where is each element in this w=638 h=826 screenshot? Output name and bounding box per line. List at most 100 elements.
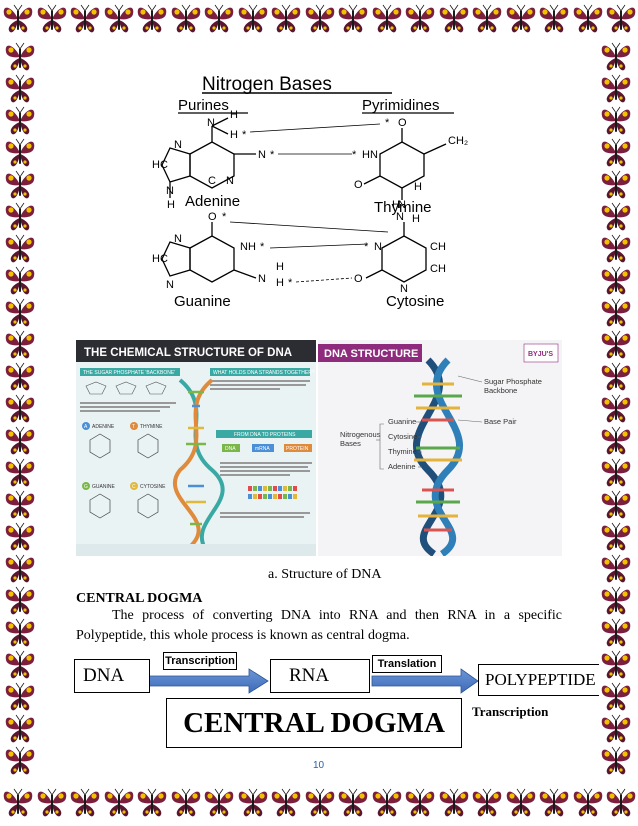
guanine-label: Guanine <box>174 293 231 310</box>
diagram-title: Nitrogen Bases <box>202 74 332 95</box>
base-letter-g: G <box>84 484 88 490</box>
svg-text:O: O <box>354 179 363 191</box>
cytosine-structure <box>365 222 427 283</box>
thymine-legend-label: Thymine <box>388 447 417 456</box>
svg-text:O: O <box>208 211 217 223</box>
svg-text:H: H <box>230 109 238 121</box>
strands-header: WHAT HOLDS DNA STRANDS TOGETHER? <box>213 370 315 376</box>
svg-text:H: H <box>392 199 400 211</box>
svg-text:H: H <box>414 181 422 193</box>
svg-text:CH: CH <box>430 263 446 275</box>
thymine-structure <box>363 128 447 200</box>
byjus-logo: BYJU'S <box>528 351 553 358</box>
central-dogma-banner-text: CENTRAL DOGMA <box>183 707 445 739</box>
svg-text:N: N <box>207 117 215 129</box>
chemical-structure-infographic: THE CHEMICAL STRUCTURE OF DNA THE SUGAR … <box>76 340 316 556</box>
svg-text:N: N <box>226 175 234 187</box>
polypeptide-box-label: POLYPEPTIDE <box>485 670 596 689</box>
figure-caption: a. Structure of DNA <box>268 567 382 582</box>
base-letter-t: T <box>132 424 135 430</box>
svg-text:C: C <box>208 175 216 187</box>
svg-text:N: N <box>398 199 406 211</box>
double-helix-graphic <box>172 378 225 552</box>
svg-text:HC: HC <box>152 159 168 171</box>
dna-helix-graphic <box>412 357 464 556</box>
transcription-caption: Transcription <box>472 704 549 719</box>
svg-text:N: N <box>400 283 408 295</box>
sugar-phosphate-label-2: Backbone <box>484 386 517 395</box>
svg-text:*: * <box>222 211 227 223</box>
page-number: 10 <box>313 760 325 771</box>
dna-box: DNA <box>74 659 150 693</box>
rna-box-label: RNA <box>289 665 330 686</box>
svg-text:CH₂: CH₂ <box>448 135 468 147</box>
svg-text:*: * <box>288 277 293 289</box>
base-name-thymine: THYMINE <box>140 424 163 430</box>
adenine-label: Adenine <box>185 193 240 210</box>
guanine-structure <box>161 222 257 283</box>
polypeptide-box: POLYPEPTIDE <box>478 664 599 696</box>
svg-text:*: * <box>270 149 275 161</box>
svg-text:*: * <box>260 241 265 253</box>
base-name-guanine: GUANINE <box>92 484 115 490</box>
adenine-structure <box>161 117 256 198</box>
cytosine-label: Cytosine <box>386 293 444 310</box>
base-pair-label: Base Pair <box>484 417 517 426</box>
dna-structure-title: DNA STRUCTURE <box>324 348 418 360</box>
svg-text:N: N <box>166 279 174 291</box>
proteins-header: FROM DNA TO PROTEINS <box>234 432 296 438</box>
svg-text:*: * <box>352 149 357 161</box>
svg-text:N: N <box>258 273 266 285</box>
transcription-label: Transcription <box>163 652 237 670</box>
svg-text:H: H <box>276 261 284 273</box>
svg-text:H: H <box>230 129 238 141</box>
svg-text:NH: NH <box>240 241 256 253</box>
transcription-arrow <box>147 668 269 694</box>
base-letter-c: C <box>132 484 136 490</box>
central-dogma-banner: CENTRAL DOGMA <box>166 698 462 748</box>
svg-text:N: N <box>396 211 404 223</box>
svg-text:N: N <box>258 149 266 161</box>
cytosine-legend-label: Cytosine <box>388 432 417 441</box>
svg-text:CH: CH <box>430 241 446 253</box>
base-name-cytosine: CYTOSINE <box>140 484 166 490</box>
sugar-phosphate-label-1: Sugar Phosphate <box>484 377 542 386</box>
thymine-label: Thymine <box>374 199 432 216</box>
section-paragraph: The process of converting DNA into RNA a… <box>76 608 562 643</box>
svg-text:O: O <box>398 117 407 129</box>
svg-text:HC: HC <box>152 253 168 265</box>
translation-arrow <box>371 668 479 694</box>
svg-text:N: N <box>374 241 382 253</box>
translation-label: Translation <box>372 655 442 673</box>
pyrimidines-label: Pyrimidines <box>362 97 440 114</box>
guanine-legend-label: Guanine <box>388 417 416 426</box>
svg-text:*: * <box>242 129 247 141</box>
flow-protein-chip: PROTEIN <box>286 446 309 452</box>
svg-text:H: H <box>167 199 175 211</box>
svg-text:*: * <box>364 241 369 253</box>
infographic-title: THE CHEMICAL STRUCTURE OF DNA <box>84 347 292 359</box>
svg-text:N: N <box>166 185 174 197</box>
base-letter-a: A <box>84 424 88 430</box>
dna-structure-infographic: DNA STRUCTURE BYJU'S Sugar Phosphate Bac… <box>318 340 562 556</box>
flow-mrna-chip: mRNA <box>255 446 270 452</box>
svg-text:N: N <box>174 233 182 245</box>
backbone-header: THE SUGAR PHOSPHATE 'BACKBONE' <box>83 370 175 376</box>
flow-dna-chip: DNA <box>225 446 236 452</box>
section-heading: CENTRAL DOGMA <box>76 591 203 606</box>
purines-label: Purines <box>178 97 229 114</box>
nitrogenous-label-1: Nitrogenous <box>340 430 381 439</box>
base-name-adenine: ADENINE <box>92 424 115 430</box>
rna-box: RNA <box>270 659 370 693</box>
svg-text:HN: HN <box>362 149 378 161</box>
dna-box-label: DNA <box>83 665 125 686</box>
nitrogenous-label-2: Bases <box>340 439 361 448</box>
adenine-legend-label: Adenine <box>388 462 416 471</box>
svg-text:O: O <box>354 273 363 285</box>
svg-text:H: H <box>276 277 284 289</box>
svg-text:*: * <box>385 117 390 129</box>
svg-text:N: N <box>174 139 182 151</box>
svg-text:H: H <box>412 213 420 225</box>
